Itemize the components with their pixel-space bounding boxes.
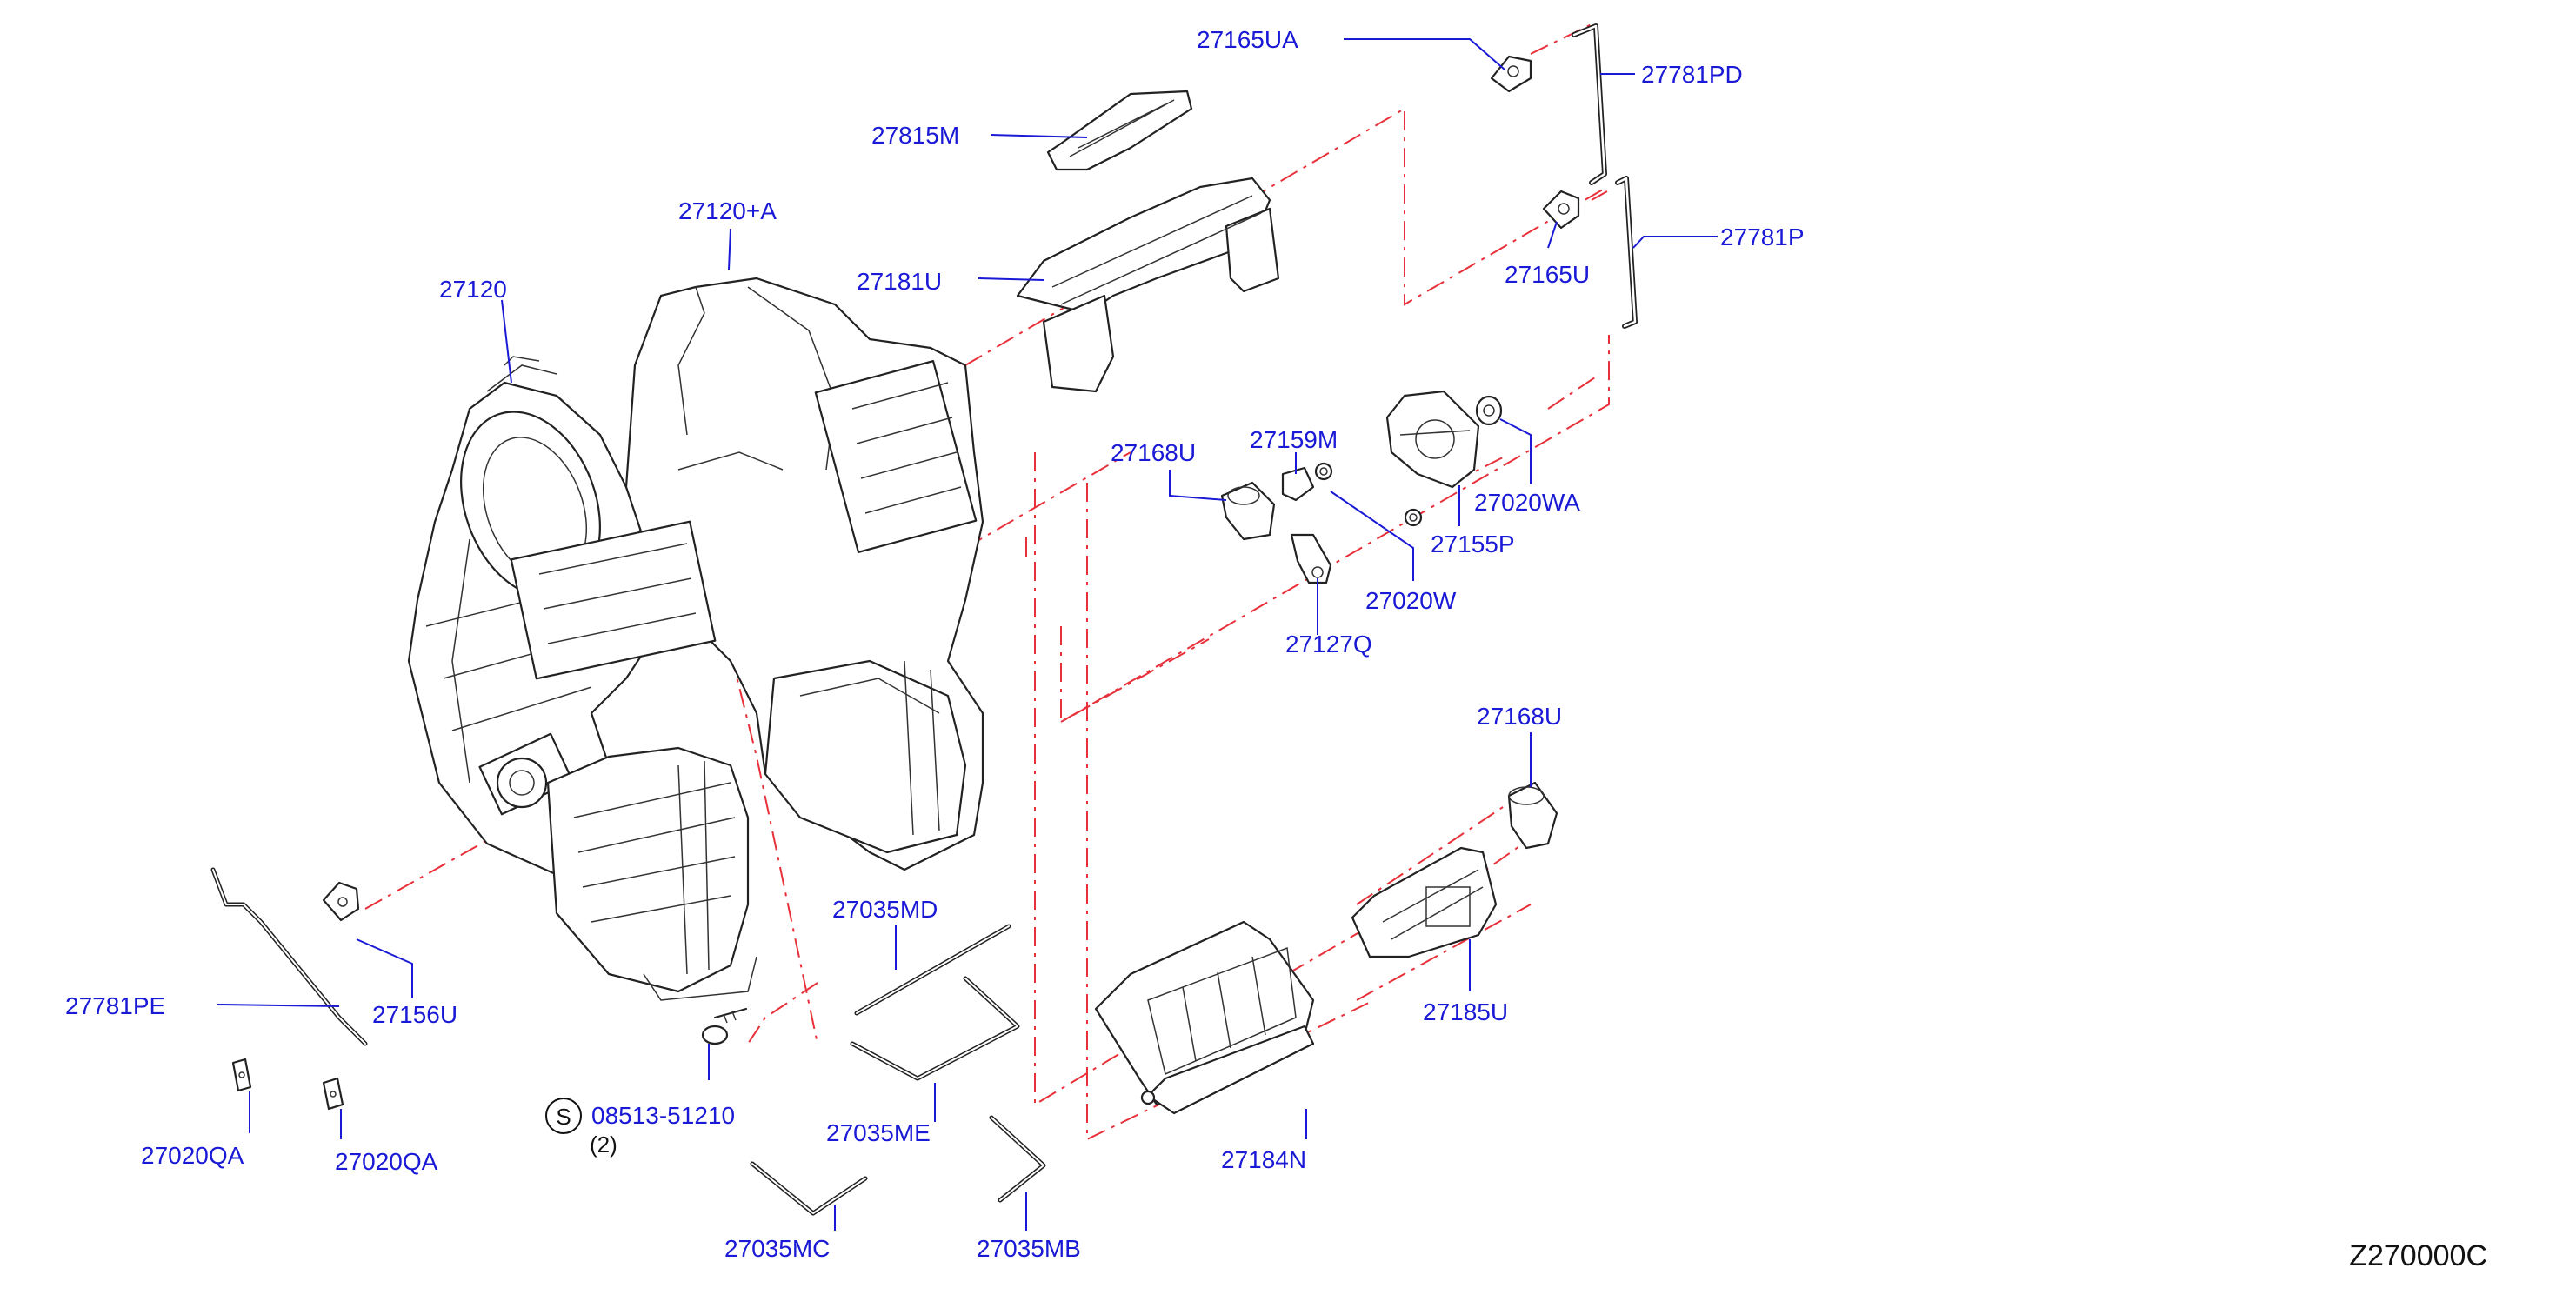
part-08513-51210-screw (701, 1007, 748, 1045)
label-27159M: 27159M (1250, 426, 1338, 453)
part-27159M-link (1281, 462, 1333, 502)
evaporator-case-center (510, 277, 984, 871)
part-27781PE-rod (210, 867, 368, 1046)
part-27156U-actuator (322, 881, 360, 922)
part-27035ME-seal (850, 976, 1020, 1081)
label-27185U: 27185U (1423, 998, 1508, 1025)
part-27020WA-gear (1475, 395, 1503, 426)
label-27168U-upper: 27168U (1111, 439, 1196, 466)
diagram-reference-code: Z270000C (2349, 1239, 2487, 1272)
label-27168U-lower: 27168U (1477, 703, 1562, 730)
label-27781PE: 27781PE (65, 992, 165, 1019)
label-27035MB: 27035MB (977, 1235, 1081, 1262)
part-27035MB-seal (989, 1115, 1046, 1203)
part-27165U-actuator (1542, 190, 1580, 230)
part-27781P-rod (1615, 176, 1638, 329)
label-27020W: 27020W (1365, 587, 1457, 614)
part-27781PD-rod (1572, 23, 1607, 185)
fastener-quantity: (2) (590, 1131, 617, 1158)
part-27035MD-seal (854, 924, 1011, 1016)
label-27155P: 27155P (1431, 531, 1515, 557)
label-27815M: 27815M (871, 122, 959, 149)
part-27155P-motor (1385, 390, 1480, 489)
leader-lines (217, 38, 1718, 1231)
label-27156U: 27156U (372, 1001, 457, 1028)
label-27035ME: 27035ME (826, 1119, 931, 1146)
part-27185U-case (1351, 846, 1498, 958)
part-27035MC-seal (750, 1161, 868, 1216)
label-27781P: 27781P (1720, 224, 1805, 250)
part-27815M-bracket (1046, 90, 1193, 171)
label-27120: 27120 (439, 276, 507, 303)
label-27165U: 27165U (1505, 261, 1590, 288)
label-27020WA: 27020WA (1474, 489, 1580, 516)
part-27020W-washer (1404, 508, 1423, 527)
part-27127Q-lever (1290, 533, 1332, 584)
part-27020QA-clip-right (322, 1077, 344, 1111)
part-labels: 27165UA 27781PD 27815M 27120+A 27181U 27… (65, 26, 1805, 1262)
label-08513-51210: 08513-51210 (591, 1102, 735, 1129)
label-27127Q: 27127Q (1285, 631, 1372, 658)
label-27120A: 27120+A (678, 197, 777, 224)
fastener-symbol: S (545, 1098, 582, 1134)
label-27181U: 27181U (857, 268, 942, 295)
part-27168U-lower-lever (1507, 781, 1558, 850)
lower-case (546, 746, 757, 1001)
part-27181U-door (1016, 177, 1280, 393)
part-27020QA-clip-left (231, 1058, 252, 1092)
label-27035MD: 27035MD (832, 896, 938, 923)
label-27020QA-left: 27020QA (141, 1142, 244, 1169)
fastener-symbol-letter: S (556, 1104, 571, 1130)
label-27184N: 27184N (1221, 1146, 1306, 1173)
part-27184N-core (1094, 920, 1315, 1115)
part-27168U-upper-lever (1220, 481, 1276, 541)
label-27035MC: 27035MC (724, 1235, 830, 1262)
label-27020QA-right: 27020QA (335, 1148, 438, 1175)
part-27165UA-actuator (1490, 55, 1532, 93)
label-27165UA: 27165UA (1197, 26, 1298, 53)
label-27781PD: 27781PD (1641, 61, 1743, 88)
